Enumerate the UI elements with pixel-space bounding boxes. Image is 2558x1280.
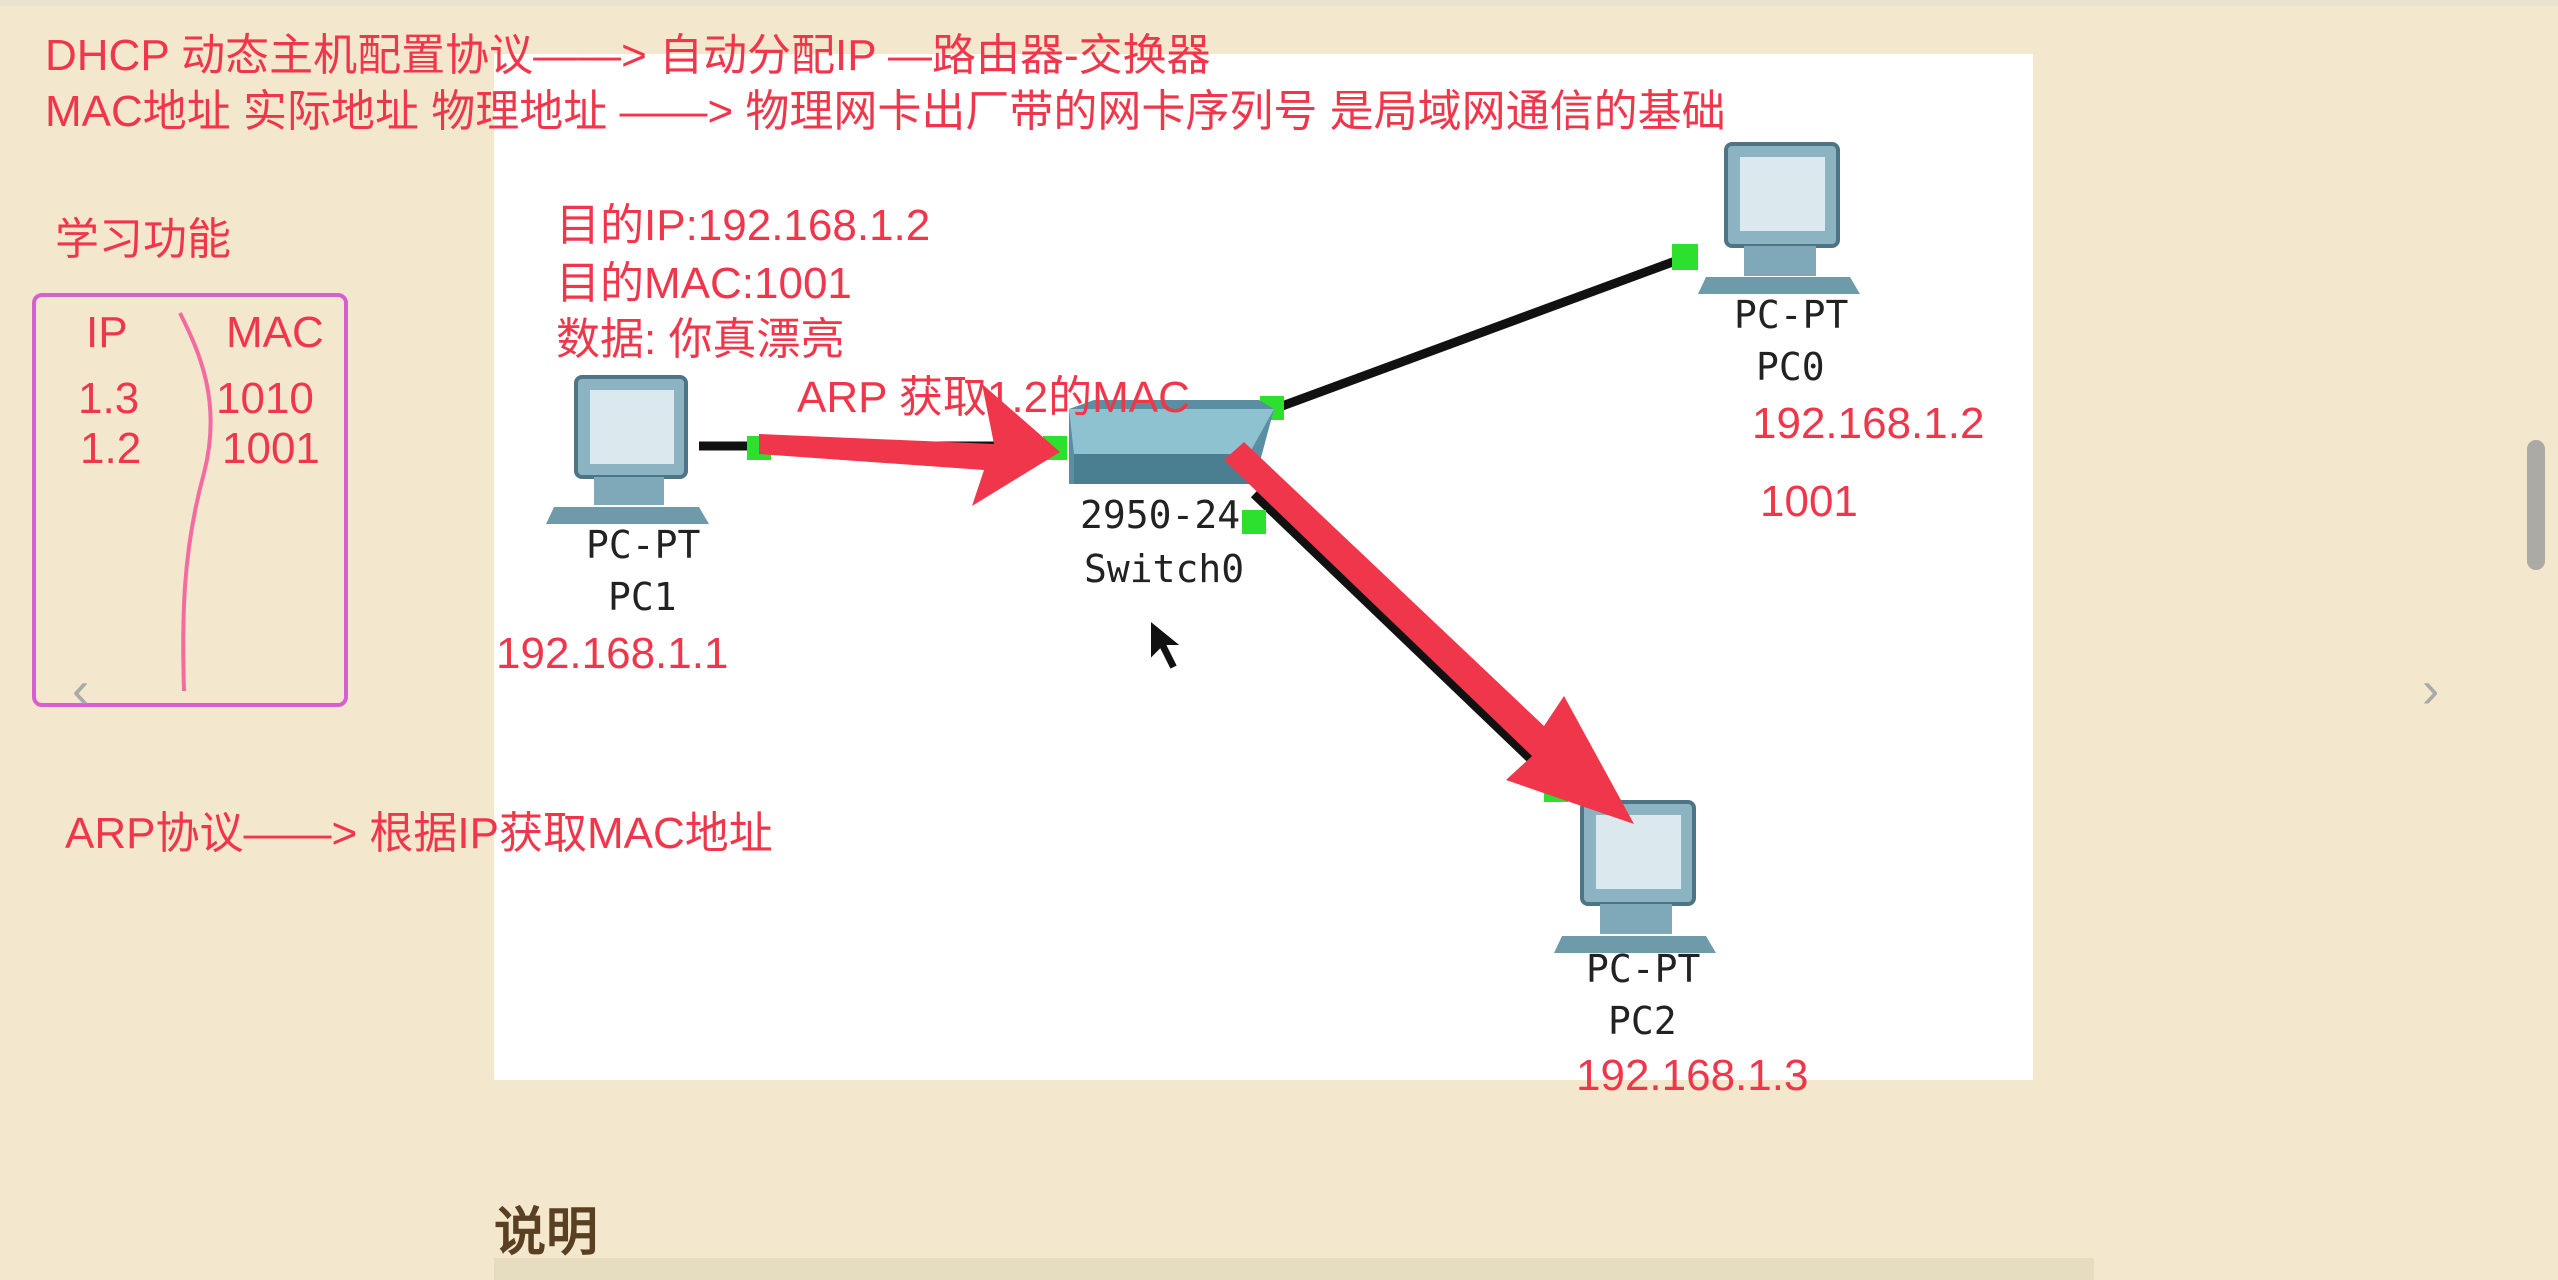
pc0-type-label: PC-PT	[1734, 293, 1849, 337]
link-switch-pc2	[1250, 490, 1568, 795]
pc0-name-label: PC0	[1756, 345, 1825, 389]
pc1-name-label: PC1	[608, 575, 677, 619]
table-row-mac: 1001	[222, 424, 320, 473]
port-switch-bottom	[1242, 510, 1266, 534]
mac-address-table: IP MAC 1.3 1010 1.2 1001	[32, 293, 348, 707]
pc0-ip-label: 192.168.1.2	[1752, 399, 1985, 448]
pc1-type-label: PC-PT	[586, 523, 701, 567]
table-row-ip: 1.3	[78, 374, 140, 423]
pc2-ip-label: 192.168.1.3	[1576, 1051, 1809, 1100]
dest-mac-note: 目的MAC:1001	[556, 259, 852, 308]
switch-model-label: 2950-24	[1080, 493, 1241, 537]
table-row-ip: 1.2	[80, 424, 142, 473]
pc2-name-label: PC2	[1608, 999, 1677, 1043]
table-header-ip: IP	[86, 308, 128, 357]
dhcp-note: DHCP 动态主机配置协议——> 自动分配IP —路由器-交换器	[45, 31, 1211, 80]
table-header-mac: MAC	[226, 308, 324, 357]
switch-name-label: Switch0	[1084, 547, 1245, 591]
content-footer-strip	[494, 1258, 2094, 1280]
pc1-ip-label: 192.168.1.1	[496, 629, 729, 678]
arrow-pc1-to-switch	[759, 384, 1060, 506]
switch-icon	[1069, 400, 1274, 484]
network-diagram: PC-PT PC0 PC-PT PC1 2950-24 Switch0 PC-P…	[494, 54, 2033, 1080]
window-top-bar	[0, 0, 2558, 6]
section-heading: 说明	[494, 1203, 599, 1263]
pc0-icon	[1698, 142, 1860, 294]
table-divider	[178, 312, 213, 692]
table-row-mac: 1010	[216, 374, 314, 423]
pc2-type-label: PC-PT	[1586, 947, 1701, 991]
previous-arrow-icon[interactable]: ‹	[72, 661, 90, 719]
pc0-mac-label: 1001	[1760, 477, 1858, 526]
vertical-scrollbar[interactable]	[2527, 440, 2545, 570]
port-pc0	[1672, 244, 1698, 270]
next-arrow-icon[interactable]: ›	[2422, 661, 2440, 719]
arrow-switch-to-pc2	[1224, 442, 1634, 824]
pc2-icon	[1554, 800, 1716, 953]
learning-function-note: 学习功能	[55, 215, 231, 264]
topology-svg	[546, 142, 1860, 953]
arp-get-note: ARP 获取1.2的MAC	[797, 373, 1190, 422]
dest-ip-note: 目的IP:192.168.1.2	[556, 201, 931, 250]
mouse-cursor-icon	[1149, 617, 1185, 672]
link-switch-pc0	[1272, 251, 1691, 414]
pc1-icon	[546, 375, 709, 524]
arp-protocol-note: ARP协议——> 根据IP获取MAC地址	[65, 809, 773, 858]
data-note: 数据: 你真漂亮	[556, 315, 845, 364]
mac-note: MAC地址 实际地址 物理地址 ——> 物理网卡出厂带的网卡序列号 是局域网通信…	[45, 87, 1726, 136]
